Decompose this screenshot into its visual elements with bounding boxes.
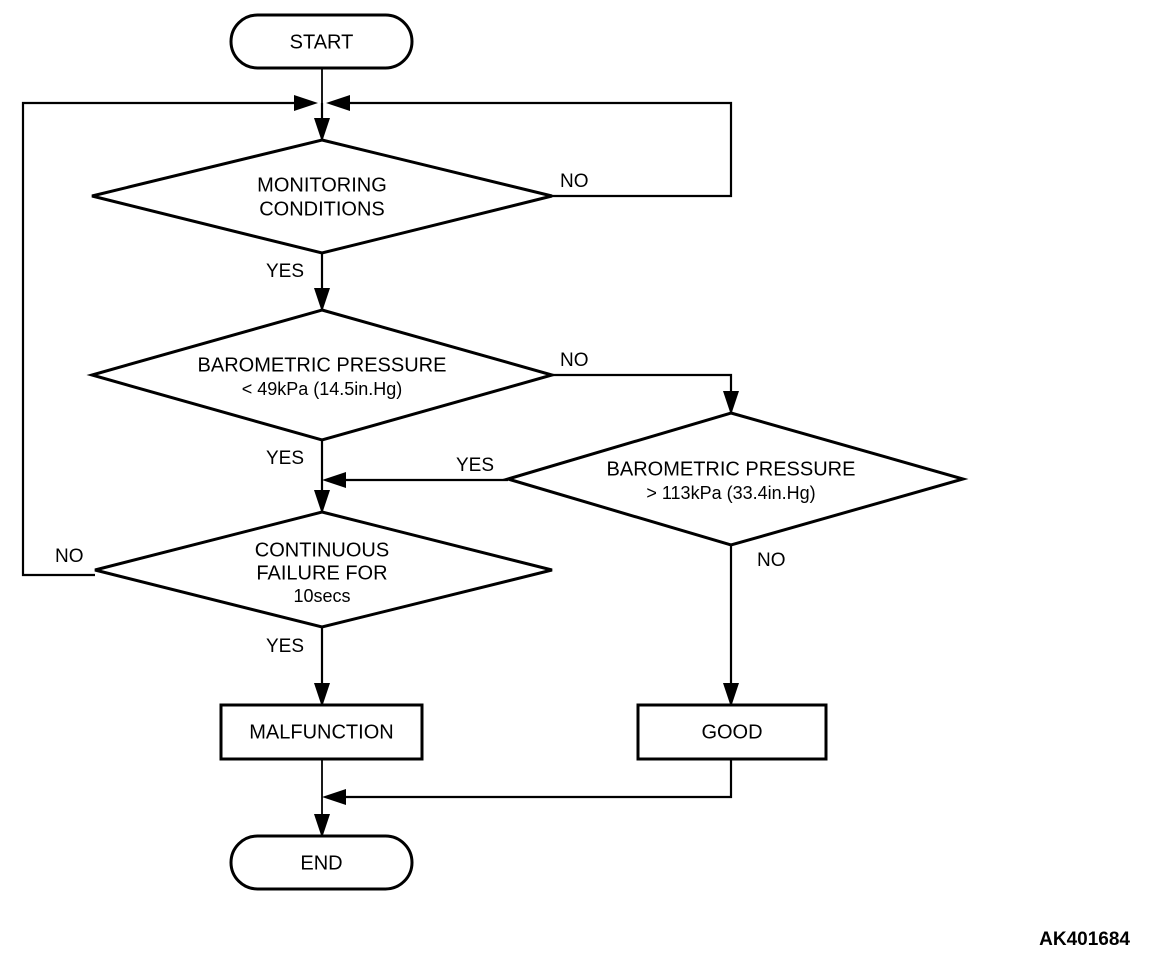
node-good[interactable] bbox=[636, 703, 828, 761]
node-continuous-failure[interactable] bbox=[94, 510, 553, 629]
arrowhead-good-merge bbox=[322, 789, 346, 805]
node-barometric-pressure-high[interactable] bbox=[502, 411, 969, 547]
arrowhead-into-end bbox=[314, 814, 330, 838]
node-baro-high-label-line2: > 113kPa (33.4in.Hg) bbox=[646, 483, 815, 503]
arrowhead-monitoring-no-merge bbox=[326, 95, 350, 111]
connector-baro-low-no bbox=[552, 373, 733, 413]
node-good-label: GOOD bbox=[701, 721, 762, 743]
edge-label-monitoring-yes: YES bbox=[266, 261, 304, 282]
edge-label-baro-high-no: NO bbox=[757, 550, 786, 571]
node-failure-label-line3: 10secs bbox=[293, 586, 350, 606]
arrowhead-into-failure bbox=[314, 490, 330, 514]
arrowhead-into-malfunction bbox=[314, 683, 330, 707]
edge-label-failure-yes: YES bbox=[266, 636, 304, 657]
node-baro-high-label-line1: BAROMETRIC PRESSURE bbox=[607, 458, 856, 480]
node-monitoring-label-line2: CONDITIONS bbox=[259, 198, 385, 220]
arrowhead-into-baro-high bbox=[723, 391, 739, 415]
node-monitoring-conditions[interactable] bbox=[91, 138, 553, 255]
diagram-id-code: AK401684 bbox=[1039, 929, 1130, 950]
edge-label-baro-low-no: NO bbox=[560, 350, 589, 371]
node-start-label: START bbox=[290, 31, 354, 53]
connector-failure-no-loop bbox=[21, 101, 304, 577]
node-failure-label-line2: FAILURE FOR bbox=[256, 562, 387, 584]
connector-monitoring-no-loop bbox=[340, 101, 733, 198]
arrowhead-baro-high-yes-merge bbox=[322, 472, 346, 488]
arrowhead-into-baro-low bbox=[314, 288, 330, 312]
node-end-label: END bbox=[300, 852, 342, 874]
node-start[interactable] bbox=[229, 13, 414, 70]
arrowhead-into-monitoring bbox=[314, 118, 330, 142]
connector-good-to-end-path bbox=[336, 759, 733, 799]
node-baro-low-label-line2: < 49kPa (14.5in.Hg) bbox=[242, 379, 403, 399]
edge-label-baro-high-yes: YES bbox=[456, 455, 494, 476]
node-end[interactable] bbox=[229, 834, 414, 891]
edge-label-baro-low-yes: YES bbox=[266, 448, 304, 469]
arrowhead-into-good bbox=[723, 683, 739, 707]
edge-label-monitoring-no: NO bbox=[560, 171, 589, 192]
node-monitoring-label-line1: MONITORING bbox=[257, 174, 387, 196]
node-baro-low-label-line1: BAROMETRIC PRESSURE bbox=[198, 354, 447, 376]
edge-label-failure-no: NO bbox=[55, 546, 84, 567]
node-malfunction-label: MALFUNCTION bbox=[249, 721, 393, 743]
node-failure-label-line1: CONTINUOUS bbox=[255, 539, 389, 561]
arrowhead-failure-no-merge bbox=[294, 95, 318, 111]
node-malfunction[interactable] bbox=[219, 703, 424, 761]
node-barometric-pressure-low[interactable] bbox=[86, 308, 558, 442]
